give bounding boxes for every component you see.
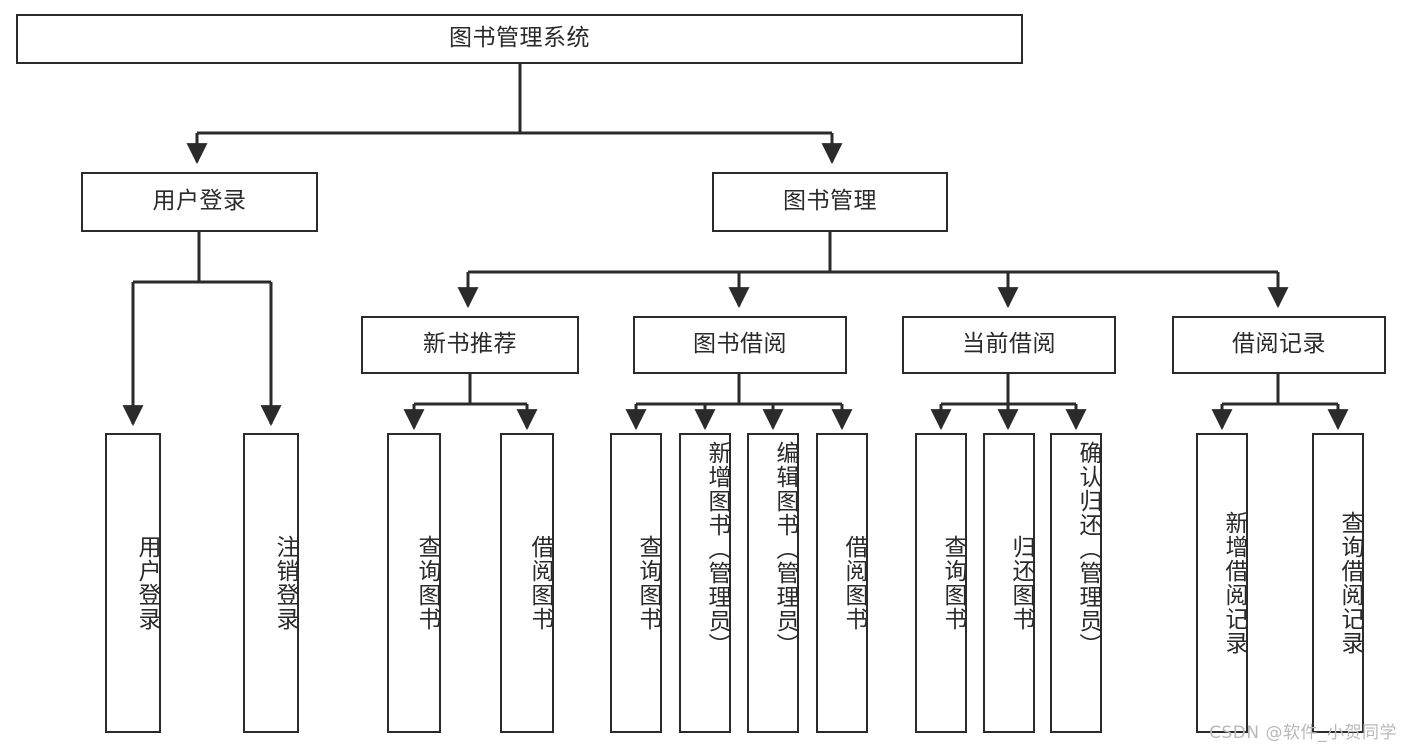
leaf-user-login[interactable]: 用户登录	[105, 433, 161, 733]
leaf-current-query-book[interactable]: 查询图书	[915, 433, 967, 733]
leaf-newbook-query-book[interactable]: 查询图书	[387, 433, 441, 733]
leaf-record-add-record[interactable]: 新增借阅记录	[1196, 433, 1248, 733]
leaf-user-logout[interactable]: 注销登录	[243, 433, 299, 733]
node-current-borrow[interactable]: 当前借阅	[902, 316, 1116, 374]
node-book-borrow[interactable]: 图书借阅	[633, 316, 847, 374]
node-book-management[interactable]: 图书管理	[712, 172, 948, 232]
node-book-management-system[interactable]: 图书管理系统	[16, 14, 1023, 64]
node-user-login[interactable]: 用户登录	[81, 172, 318, 232]
leaf-borrow-query-book[interactable]: 查询图书	[610, 433, 662, 733]
leaf-borrow-lend-book[interactable]: 借阅图书	[816, 433, 868, 733]
leaf-current-return-book[interactable]: 归还图书	[983, 433, 1035, 733]
leaf-current-confirm-return-admin[interactable]: 确认归还（管理员）	[1050, 433, 1102, 733]
leaf-newbook-borrow-book[interactable]: 借阅图书	[500, 433, 554, 733]
leaf-borrow-edit-book-admin[interactable]: 编辑图书（管理员）	[747, 433, 799, 733]
watermark-text: CSDN @软件_小贺同学	[1209, 723, 1397, 743]
leaf-record-query-record[interactable]: 查询借阅记录	[1312, 433, 1364, 733]
node-borrow-record[interactable]: 借阅记录	[1172, 316, 1386, 374]
node-new-book-recommend[interactable]: 新书推荐	[361, 316, 579, 374]
leaf-borrow-add-book-admin[interactable]: 新增图书（管理员）	[679, 433, 731, 733]
